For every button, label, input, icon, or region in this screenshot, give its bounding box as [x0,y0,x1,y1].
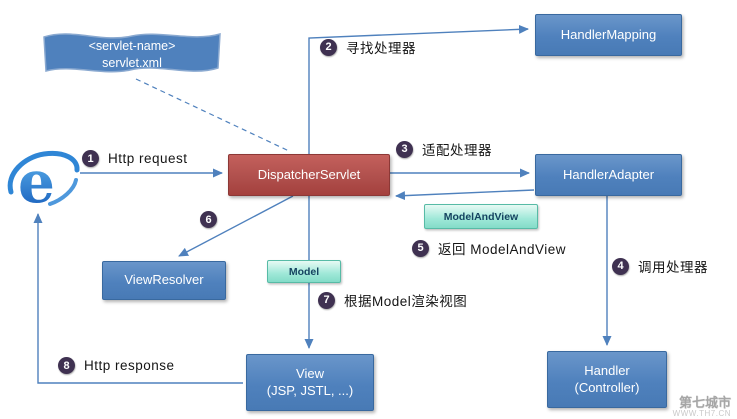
handler-adapter-label: HandlerAdapter [562,166,655,182]
step-4-invoke-handler: 4 调用处理器 [612,256,708,276]
watermark-site-name: 第七城市 [678,394,731,410]
view-label-line2: (JSP, JSTL, ...) [266,382,354,398]
servlet-name-line: <servlet-name> [88,39,176,54]
model-and-view-tag: ModelAndView [424,204,538,229]
step-1-badge: 1 [82,150,99,167]
internet-explorer-icon: e [6,146,80,216]
step-7-label: 根据Model渲染视图 [344,294,468,309]
step-6-resolve-view: 6 [200,211,226,228]
step-5-return-modelandview: 5 返回 ModelAndView [412,238,566,258]
model-tag-label: Model [288,265,320,278]
view-node: View (JSP, JSTL, ...) [246,354,374,411]
dispatcher-servlet-label: DispatcherServlet [257,166,361,182]
step-5-badge: 5 [412,239,429,257]
handler-adapter-node: HandlerAdapter [535,154,682,196]
model-tag: Model [267,260,341,283]
step-3-label: 适配处理器 [422,143,492,158]
step-7-badge: 7 [318,291,335,309]
step-8-label: Http response [84,358,175,373]
wave-shape [43,32,221,73]
step-1-label: Http request [108,151,188,166]
watermark-url: WWW.TH7.CN [672,408,731,418]
handler-label-line2: (Controller) [574,379,640,395]
step-3-badge: 3 [396,140,413,158]
step-4-label: 调用处理器 [638,260,708,275]
dispatcher-servlet-node: DispatcherServlet [228,154,390,196]
view-resolver-label: ViewResolver [124,272,204,288]
step-1-http-request: 1 Http request [82,150,188,167]
model-and-view-tag-label: ModelAndView [443,210,519,223]
step-4-badge: 4 [612,257,629,275]
step-8-http-response: 8 Http response [58,357,175,374]
step-5-label: 返回 ModelAndView [438,242,567,257]
servlet-xml-line: servlet.xml [102,56,162,70]
step-3-adapt-handler: 3 适配处理器 [396,139,492,159]
step-6-badge: 6 [200,211,217,228]
step-7-render-view: 7 根据Model渲染视图 [318,290,467,310]
handler-label-line1: Handler [584,362,630,378]
servlet-xml-label: <servlet-name> servlet.xml [40,28,224,82]
view-resolver-node: ViewResolver [102,261,226,300]
step-8-badge: 8 [58,357,75,374]
handler-mapping-node: HandlerMapping [535,14,682,56]
step-2-badge: 2 [320,38,337,56]
servlet-xml-config-node: <servlet-name> servlet.xml [40,26,224,80]
watermark: 第七城市 WWW.TH7.CN [673,396,731,418]
step-2-label: 寻找处理器 [346,41,416,56]
handler-mapping-label: HandlerMapping [560,26,657,42]
handler-controller-node: Handler (Controller) [547,351,667,408]
step-2-find-handler: 2 寻找处理器 [320,37,416,57]
view-label-line1: View [296,365,324,381]
